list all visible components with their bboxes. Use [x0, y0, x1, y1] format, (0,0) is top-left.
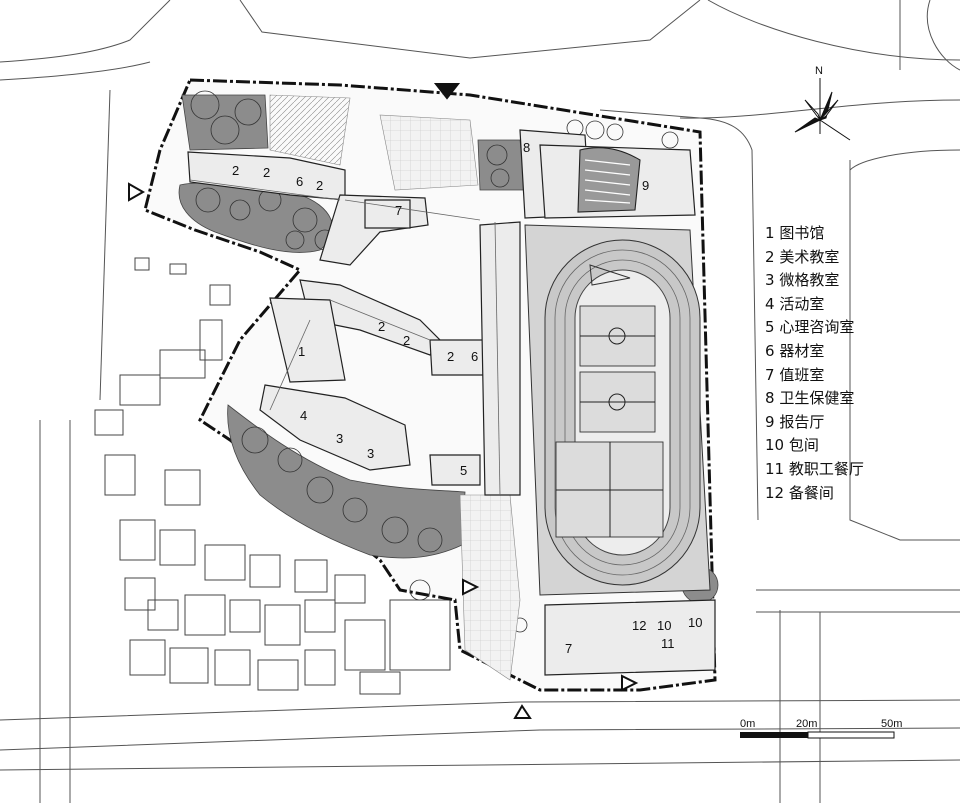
room-label: 2 [403, 333, 410, 348]
legend-item: 12 备餐间 [765, 483, 834, 502]
legend-item: 3 微格教室 [765, 271, 840, 290]
green-areas [178, 94, 719, 604]
legend-item: 5 心理咨询室 [765, 318, 855, 337]
room-label: 12 [632, 618, 646, 633]
scale-label-zero: 0m [740, 718, 755, 730]
auditorium-seating [577, 147, 641, 213]
room-label: 9 [642, 178, 649, 193]
room-label: 2 [378, 319, 385, 334]
legend-item: 7 值班室 [765, 365, 825, 384]
room-label: 3 [367, 446, 374, 461]
room-label: 2 [447, 349, 454, 364]
corridors [189, 179, 501, 496]
room-label: 11 [661, 636, 675, 651]
room-label: 2 [232, 163, 239, 178]
room-label: 2 [263, 165, 270, 180]
scale-bar: 0m 20m 50m [740, 718, 902, 739]
legend-item: 10 包间 [765, 436, 819, 455]
legend-item: 2 美术教室 [765, 247, 840, 266]
legend-item: 6 器材室 [765, 341, 825, 360]
legend-item: 11 教职工餐厅 [765, 459, 864, 478]
north-arrow-icon: N [794, 65, 851, 141]
room-label: 7 [565, 641, 572, 656]
room-labels: 1 2 2 6 2 7 2 2 2 6 4 3 3 5 8 9 7 12 10 … [232, 140, 702, 656]
neighborhood-blocks [94, 257, 451, 695]
room-label: 6 [471, 349, 478, 364]
room-label: 2 [316, 178, 323, 193]
legend-item: 9 报告厅 [765, 412, 825, 431]
room-label: 1 [298, 344, 305, 359]
room-label: 5 [460, 463, 467, 478]
buildings [187, 129, 716, 676]
legend-item: 1 图书馆 [765, 224, 825, 242]
room-label: 8 [523, 140, 530, 155]
room-label: 7 [395, 203, 402, 218]
entrance-markers [128, 83, 639, 719]
room-label: 6 [296, 174, 303, 189]
tree-circles [190, 90, 679, 633]
scale-label-mid: 20m [796, 718, 817, 730]
room-label: 3 [336, 431, 343, 446]
sports-field [524, 224, 711, 596]
legend-item: 4 活动室 [765, 294, 825, 313]
paved-plazas [269, 94, 521, 681]
room-label: 4 [300, 408, 307, 423]
north-label: N [815, 65, 823, 77]
legend-item: 8 卫生保健室 [765, 389, 855, 408]
room-label: 10 [688, 615, 702, 630]
room-label: 10 [657, 618, 671, 633]
scale-label-end: 50m [881, 718, 902, 730]
room-legend: 1 图书馆 2 美术教室 3 微格教室 4 活动室 5 心理咨询室 6 器材室 … [765, 222, 945, 505]
